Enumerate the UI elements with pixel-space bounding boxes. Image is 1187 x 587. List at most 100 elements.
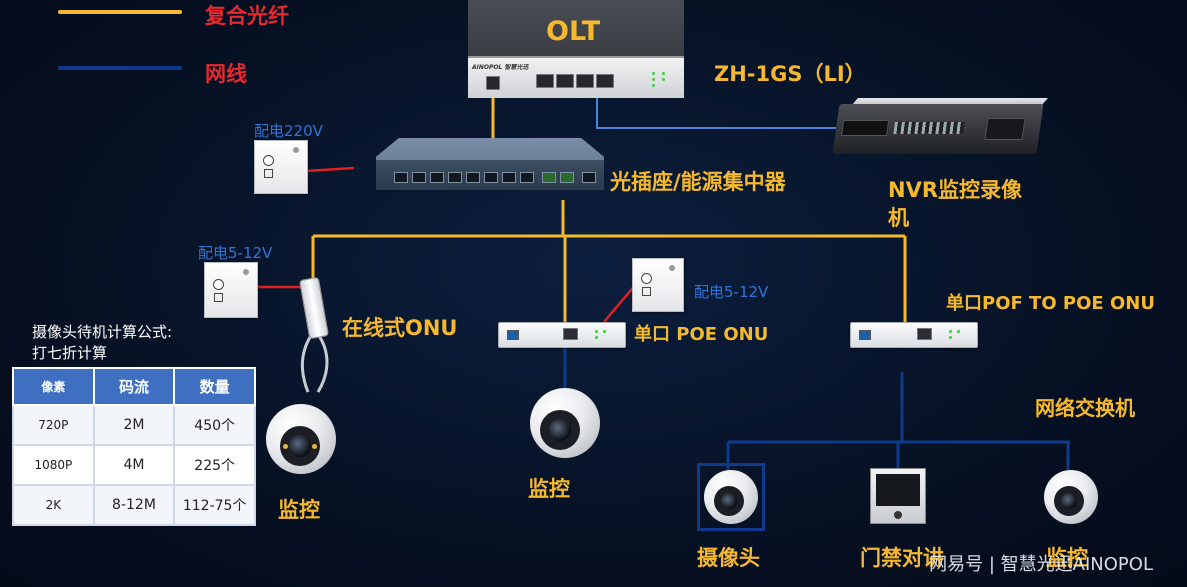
- watermark: 网易号 | 智慧光迅AINOPOL: [929, 554, 1153, 575]
- olt-pon-port: [486, 76, 500, 90]
- hub-port: [394, 172, 408, 183]
- intercom-screen: [876, 474, 920, 506]
- fiber-hub-face: [376, 160, 604, 190]
- table-cell: 1080P: [12, 444, 95, 486]
- olt-model-label: ZH-1GS（LI）: [714, 62, 866, 86]
- table-cell: 450个: [173, 404, 256, 446]
- hub-port: [412, 172, 426, 183]
- hub-power-label: 配电220V: [254, 122, 323, 140]
- onu-lan-port: [563, 328, 578, 340]
- table-row: 1080P 4M 225个: [12, 444, 256, 486]
- poe-power-label: 配电5-12V: [694, 283, 769, 301]
- poe-power-box: [632, 258, 684, 312]
- table-cell: 720P: [12, 404, 95, 446]
- olt-lan-port-1: [536, 74, 554, 88]
- switch-label: 网络交换机: [1035, 396, 1135, 420]
- power-switch-icon: [641, 273, 652, 284]
- table-cell: 112-75个: [173, 484, 256, 526]
- power-socket-icon: [264, 169, 273, 178]
- hub-port: [582, 172, 596, 183]
- hub-port: [502, 172, 516, 183]
- power-links: [256, 166, 637, 323]
- pof-onu-label: 单口POF TO POE ONU: [946, 293, 1155, 314]
- nvr-label-line1: NVR监控录像: [888, 178, 1022, 202]
- inline-power-box: [204, 262, 258, 318]
- olt-led: [662, 72, 665, 75]
- camera-bottom-left-label: 摄像头: [697, 546, 760, 570]
- power-socket-icon: [214, 293, 223, 302]
- onu-led: [595, 330, 598, 333]
- onu-led: [949, 330, 952, 333]
- onu-led: [949, 336, 952, 339]
- table-row: 720P 2M 450个: [12, 404, 256, 446]
- inline-onu-cables: [301, 333, 329, 393]
- cable-links: [563, 346, 1070, 470]
- olt-led: [652, 72, 655, 75]
- camera-middle-label: 监控: [528, 477, 570, 501]
- table-cell: 8-12M: [92, 484, 176, 526]
- camera-bottom-left-frame: [697, 463, 765, 531]
- hub-port: [466, 172, 480, 183]
- table-row: 2K 8-12M 112-75个: [12, 484, 256, 526]
- camera-ir-led: [283, 444, 288, 449]
- hub-port: [520, 172, 534, 183]
- camera-bottom-left: [704, 470, 758, 524]
- inline-power-label: 配电5-12V: [198, 244, 273, 262]
- nvr-control-panel: [984, 118, 1026, 140]
- camera-lens-icon: [549, 419, 571, 441]
- nvr-drive-bay: [841, 120, 890, 136]
- power-indicator-dot: [293, 147, 299, 153]
- onu-lan-port: [917, 328, 932, 340]
- onu-led: [603, 330, 606, 333]
- table-cell: 4M: [92, 444, 176, 486]
- olt-led: [662, 78, 665, 81]
- camera-left: [266, 404, 336, 474]
- table-header-cell: 数量: [173, 367, 256, 406]
- intercom-device: [870, 468, 926, 524]
- legend-cable-line: [58, 66, 182, 70]
- inline-onu-label: 在线式ONU: [342, 316, 458, 340]
- cable-olt-nvr: [596, 84, 838, 129]
- hub-port: [560, 172, 574, 183]
- olt-led: [652, 84, 655, 87]
- olt-lan-port-2: [556, 74, 574, 88]
- camera-left-label: 监控: [278, 498, 320, 522]
- camera-lens-icon: [721, 493, 737, 509]
- legend-cable-label: 网线: [205, 62, 247, 86]
- table-header-cell: 码流: [92, 367, 176, 406]
- hub-port: [484, 172, 498, 183]
- legend-fiber-line: [58, 10, 182, 14]
- camera-bottom-right-label: 监控: [1046, 546, 1088, 570]
- power-poe: [603, 283, 637, 323]
- table-header-cell: 像素: [12, 367, 95, 406]
- camera-lens-icon: [289, 435, 311, 457]
- hub-power-box: [254, 140, 308, 194]
- camera-capacity-table: 像素 码流 数量 720P 2M 450个 1080P 4M 225个 2K 8…: [12, 367, 256, 526]
- table-cell: 2K: [12, 484, 95, 526]
- formula-line1: 摄像头待机计算公式:: [32, 323, 173, 341]
- poe-onu-label: 单口 POE ONU: [634, 324, 769, 345]
- camera-bottom-right: [1044, 470, 1098, 524]
- olt-title: OLT: [546, 16, 601, 47]
- fiber-hub-device: [376, 138, 604, 190]
- olt-led: [652, 78, 655, 81]
- camera-lens-icon: [1061, 493, 1077, 509]
- nvr-indicator-panel: [893, 122, 965, 134]
- camera-middle: [530, 388, 600, 458]
- onu-fiber-port: [507, 330, 519, 340]
- pof-onu-device: [850, 322, 978, 348]
- onu-led: [595, 336, 598, 339]
- table-cell: 225个: [173, 444, 256, 486]
- onu-led: [957, 330, 960, 333]
- hub-port: [542, 172, 556, 183]
- formula-line2: 打七折计算: [32, 344, 108, 362]
- nvr-device: [832, 104, 1044, 154]
- table-cell: 2M: [92, 404, 176, 446]
- olt-front-panel: AINOPOL 智慧光迅: [468, 56, 684, 98]
- power-socket-icon: [642, 287, 651, 296]
- intercom-camera-icon: [894, 511, 902, 519]
- onu-fiber-port: [859, 330, 871, 340]
- fiber-links: [311, 88, 907, 322]
- olt-brand: AINOPOL 智慧光迅: [472, 64, 529, 71]
